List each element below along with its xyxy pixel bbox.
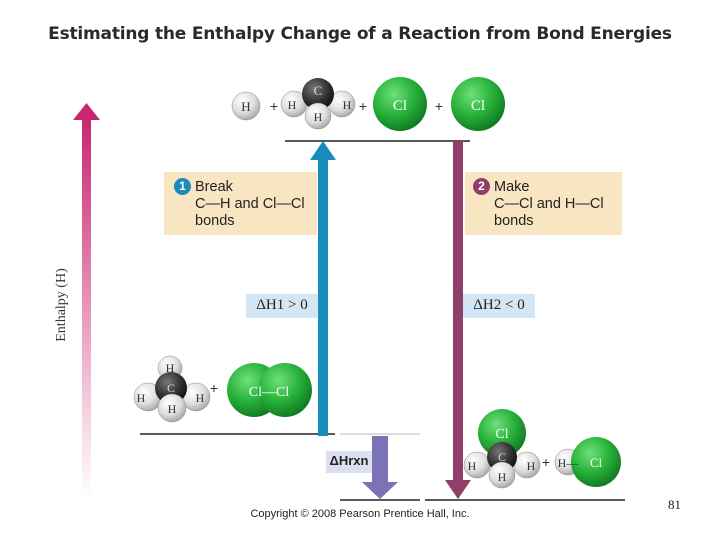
hydrogen-atom: H	[231, 91, 261, 121]
step2-line2: C—Cl and H—Cl	[494, 196, 604, 212]
atom-label: H	[288, 98, 297, 112]
step2-line3: bonds	[494, 213, 534, 229]
atom-label: H	[241, 99, 250, 114]
chloromethane-molecule: Cl C H H H	[463, 409, 541, 489]
rxn-enthalpy-arrow	[362, 436, 398, 499]
y-axis-label: Enthalpy (H)	[54, 268, 69, 342]
atom-label: Cl	[495, 427, 508, 442]
step1-number-badge: 1	[174, 178, 191, 195]
step1-line1: Break	[195, 179, 233, 195]
plus-sign: +	[270, 98, 278, 114]
atom-label: Cl	[393, 98, 407, 114]
atom-label: H	[314, 110, 323, 124]
atom-label: Cl	[471, 98, 485, 114]
copyright-notice: Copyright © 2008 Pearson Prentice Hall, …	[250, 508, 470, 520]
atom-label: H	[166, 361, 175, 375]
atom-label: H	[196, 391, 205, 405]
step2-line1: Make	[494, 179, 530, 195]
atom-label: H	[468, 459, 477, 473]
delta-h-rxn-label: ΔHrxn	[326, 451, 372, 473]
top-molecules: H + C H H H + Cl + Cl	[231, 77, 505, 131]
chlorine-atom: Cl	[451, 77, 505, 131]
atom-label: H	[137, 391, 146, 405]
atom-label: H	[527, 459, 536, 473]
reactant-molecules: H C H H H + Cl—Cl	[133, 355, 312, 423]
step1-line2: C—H and Cl—Cl	[195, 196, 305, 212]
atom-label: H	[498, 470, 507, 484]
plus-sign: +	[359, 98, 367, 114]
atom-label: H	[168, 402, 177, 416]
break-bonds-arrow	[310, 141, 336, 436]
methane-molecule: H C H H H	[133, 355, 211, 423]
atom-label: H—	[558, 456, 580, 470]
plus-sign: +	[210, 380, 218, 396]
page-number: 81	[668, 497, 681, 512]
chlorine-molecule: Cl—Cl	[227, 363, 312, 417]
enthalpy-axis-arrow	[73, 103, 100, 498]
methyl-radical: C H H H	[280, 78, 356, 130]
atom-label: C	[167, 381, 175, 395]
atom-label: C	[314, 83, 323, 98]
delta-h2-label: ΔH2 < 0	[463, 294, 535, 318]
step1-line3: bonds	[195, 213, 235, 229]
plus-sign: +	[542, 454, 550, 470]
page-title: Estimating the Enthalpy Change of a Reac…	[48, 24, 672, 44]
atom-label: Cl—Cl	[249, 385, 290, 400]
atom-label: C	[498, 450, 506, 464]
chlorine-atom: Cl	[373, 77, 427, 131]
plus-sign: +	[435, 98, 443, 114]
atom-label: Cl	[590, 455, 603, 470]
make-bonds-arrow	[445, 141, 471, 499]
atom-label: H	[343, 98, 352, 112]
step2-number-badge: 2	[473, 178, 490, 195]
delta-h1-label: ΔH1 > 0	[246, 294, 318, 318]
hydrogen-chloride-molecule: H— Cl	[554, 437, 621, 487]
product-molecules: Cl C H H H + H— Cl	[463, 409, 621, 489]
